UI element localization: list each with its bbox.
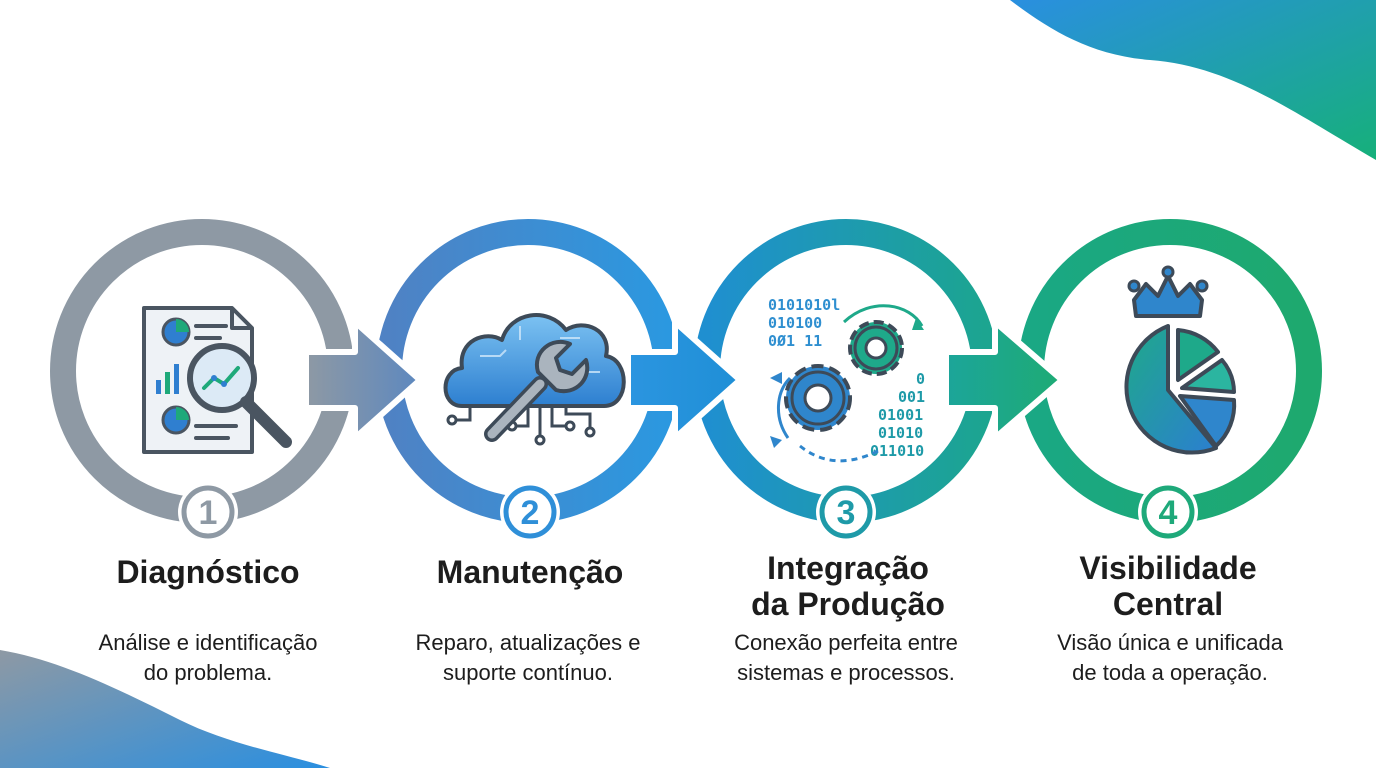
large-gear — [784, 364, 852, 432]
step-4-number: 4 — [1159, 494, 1178, 532]
top-right-wave — [1010, 0, 1376, 160]
document-magnifier-icon — [142, 306, 292, 454]
binary-bottom-line-2: 001 — [898, 388, 925, 406]
step-1-badge: 1 — [178, 482, 238, 542]
step-2-badge: 2 — [500, 482, 560, 542]
step-2-description: Reparo, atualizações e suporte contínuo. — [415, 630, 641, 685]
step-3-description: Conexão perfeita entre sistemas e proces… — [734, 630, 958, 685]
binary-bottom-line-1: 0 — [916, 370, 925, 388]
step-3-number: 3 — [837, 494, 856, 532]
step-4-title: Visibilidade Central — [1079, 550, 1257, 622]
step-3-title: Integração da Produção — [751, 550, 945, 622]
arrow-3-to-4 — [943, 319, 1065, 441]
binary-top-line-1: 0101010l — [768, 296, 840, 314]
cloud-wrench-icon — [443, 313, 626, 446]
arrow-2-to-3 — [625, 319, 743, 441]
crown-pie-chart-icon — [1124, 265, 1237, 455]
binary-top-line-2: 010100 — [768, 314, 822, 332]
gears-binary-icon: 0101010l 010100 0Ø1 11 0 001 01001 01010… — [768, 296, 925, 463]
binary-top-line-3: 0Ø1 11 — [768, 332, 822, 350]
step-1-title: Diagnóstico — [116, 554, 300, 590]
step-2-number: 2 — [521, 494, 540, 532]
binary-bottom-line-3: 01001 — [878, 406, 923, 424]
step-2-title: Manutenção — [436, 554, 624, 590]
step-4-badge: 4 — [1138, 482, 1198, 542]
binary-bottom-line-4: 01010 — [878, 424, 923, 442]
step-3-badge: 3 — [816, 482, 876, 542]
step-4-description: Visão única e unificada de toda a operaç… — [1057, 630, 1283, 685]
arrow-1-to-2 — [303, 319, 423, 441]
step-1-number: 1 — [199, 494, 218, 532]
bottom-left-wave — [0, 650, 330, 768]
small-gear — [848, 320, 904, 376]
binary-bottom-line-5: 011010 — [870, 442, 924, 460]
step-1-description: Análise e identificação do problema. — [98, 630, 318, 685]
